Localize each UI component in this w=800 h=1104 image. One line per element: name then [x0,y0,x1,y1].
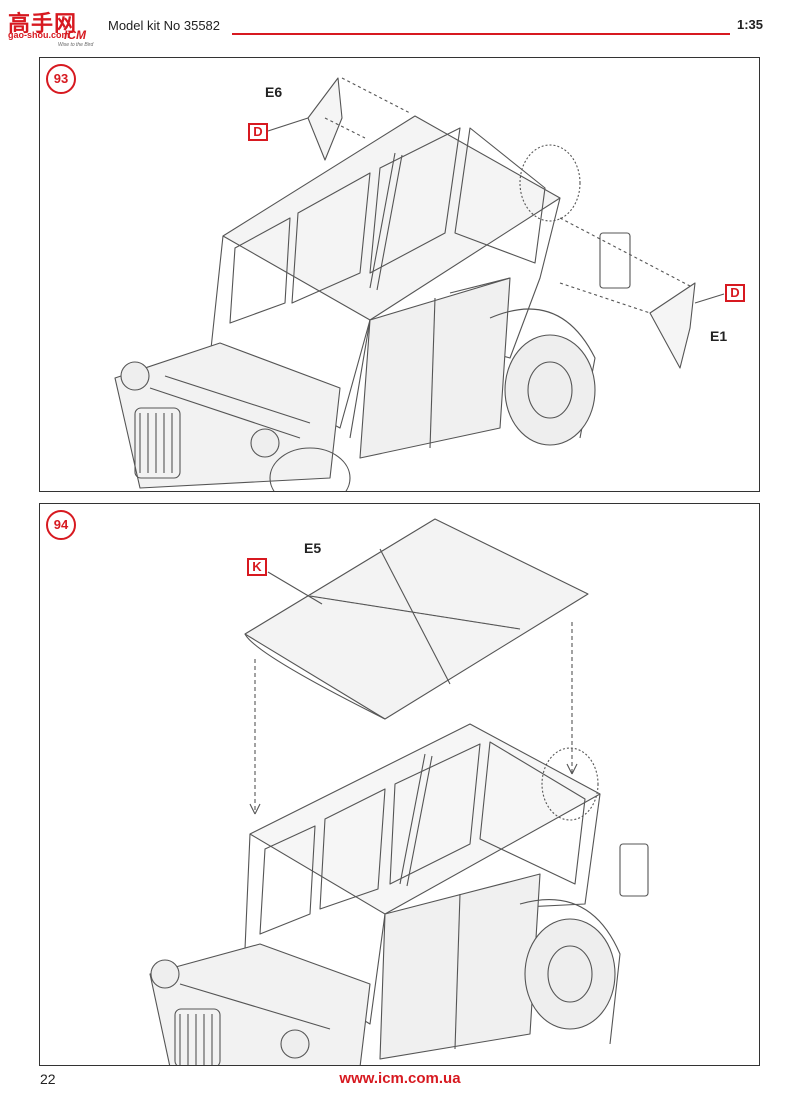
paint-code-box: K [247,558,267,576]
brand-logo: ICM [64,28,86,42]
step-94-panel: 94 E5 K [39,503,760,1066]
paint-code-box: D [725,284,745,302]
kit-title: Model kit No 35582 [108,18,221,33]
part-label-e5: E5 [304,540,322,556]
watermark-url: gao-shou.com [8,30,70,40]
step-94-badge: 94 [46,510,76,540]
part-label-e6: E6 [265,84,283,100]
page-header: 高手网 gao-shou.com ICM Wise to the Bird Mo… [0,0,800,50]
part-label-e1: E1 [710,328,728,344]
header-divider [232,33,730,35]
step-93-diagram [114,77,725,491]
website-link[interactable]: www.icm.com.ua [339,1070,461,1087]
page-number: 22 [40,1071,56,1087]
step-93-badge: 93 [46,64,76,94]
paint-code-box: D [248,123,268,141]
watermark-logo: 高手网 [8,12,78,37]
step-94-diagram [149,518,649,1065]
scale-label: 1:35 [737,17,764,32]
step-93-panel: 93 E6 D E1 D [39,57,760,492]
brand-slogan: Wise to the Bird [58,42,94,48]
